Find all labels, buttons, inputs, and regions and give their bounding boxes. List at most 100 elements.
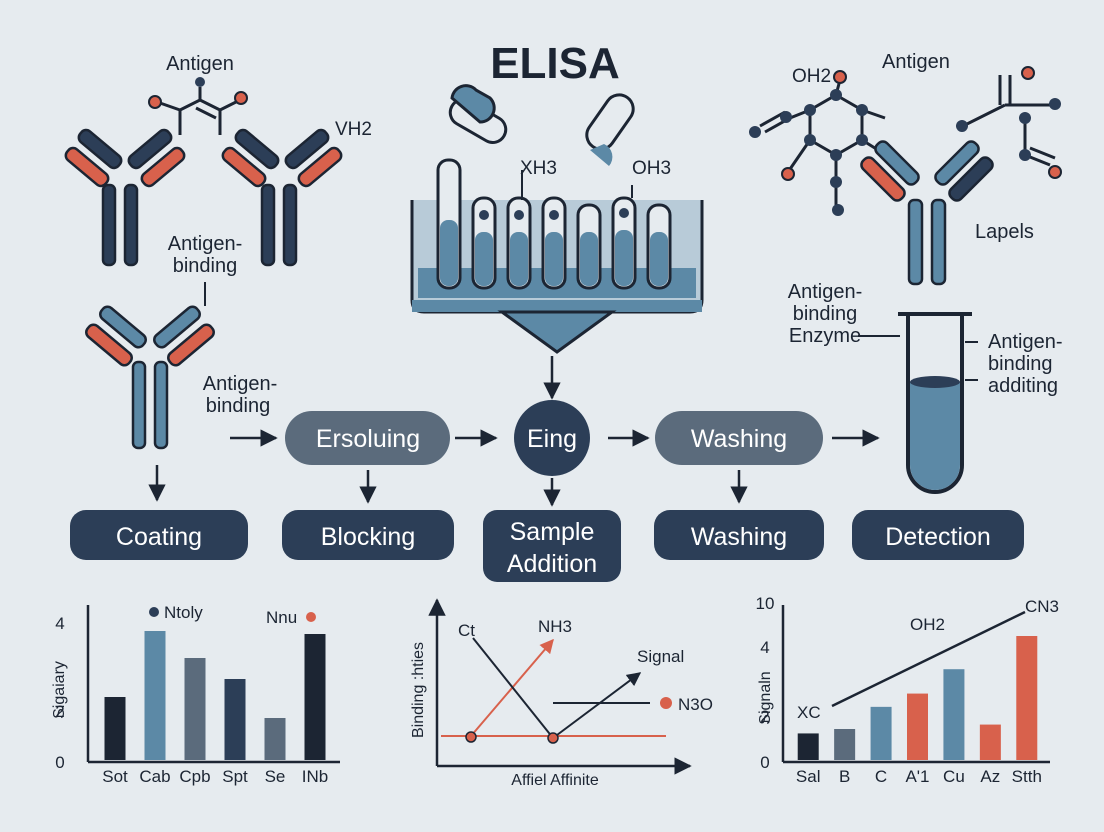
antigen-molecule-right: [749, 66, 1062, 216]
vh2-label: VH2: [335, 119, 372, 140]
antigen-label-left: Antigen: [166, 53, 234, 75]
antibody-icon: [221, 128, 343, 267]
bar-1: [104, 697, 126, 760]
chart3-annotation-xc: XC: [797, 703, 821, 722]
flow-circle: [514, 400, 590, 476]
bar-3: [184, 658, 206, 760]
chart3-ytick-2: 2: [760, 707, 769, 726]
ct-line: [472, 637, 554, 739]
tube-label-2: binding: [988, 353, 1053, 375]
chart3-annotation-cn3: CN3: [1025, 597, 1059, 616]
antibody-icon: [64, 128, 186, 267]
flow-circle-label: Eing: [527, 425, 577, 453]
bar-1: [797, 733, 819, 760]
step-sample-addition: [483, 510, 621, 582]
x-tick-label: Cu: [943, 767, 965, 786]
chart3-ytick-10: 10: [756, 594, 775, 613]
bar-4: [224, 679, 246, 760]
chart2-annotation-signal: Signal: [637, 647, 684, 666]
x-tick-label: Spt: [222, 767, 248, 786]
flow-row: Ersoluing Eing Washing: [230, 356, 880, 476]
chart2-annotation-nh3: NH3: [538, 617, 572, 636]
x-tick-label: Cab: [139, 767, 170, 786]
antigen-label-right: Antigen: [882, 51, 950, 73]
flow-pill-1-label: Ersoluing: [316, 425, 420, 453]
legend-dot: [306, 612, 316, 622]
step-coating-label: Coating: [116, 523, 202, 551]
diagram-title: ELISA: [490, 39, 620, 88]
chart2-annotation-ct: Ct: [458, 621, 475, 640]
enzyme-label-2: binding: [793, 303, 858, 325]
bar-2: [144, 631, 166, 760]
step-blocking-label: Blocking: [321, 523, 416, 551]
test-tube-icon: [898, 312, 978, 494]
x-tick-label: Sot: [102, 767, 128, 786]
bar-5: [943, 669, 965, 760]
chart2-ylabel: Binding :hties: [410, 642, 427, 738]
step-detection: [852, 510, 1024, 560]
data-point: [465, 731, 477, 743]
chart2-annotation-n3o: N3O: [678, 695, 713, 714]
chart1-legend-2: Nnu: [266, 608, 297, 627]
enzyme-label-1: Antigen-: [788, 281, 863, 303]
bar-3: [870, 706, 892, 760]
chart3-annotation-oh2: OH2: [910, 615, 945, 634]
flow-pill-2: [655, 411, 823, 465]
step-washing-label: Washing: [691, 523, 787, 551]
x-tick-label: C: [875, 767, 887, 786]
antibody-icon: [860, 140, 994, 286]
x-tick-label: A'1: [905, 767, 929, 786]
flow-pill-2-label: Washing: [691, 425, 787, 453]
lapels-label: Lapels: [975, 221, 1034, 243]
chart1-ytick-2: 2: [55, 702, 64, 721]
antigen-binding-label-1: Antigen-: [168, 233, 243, 255]
chart1-ytick-0: 0: [55, 753, 64, 772]
x-tick-label: Stth: [1012, 767, 1042, 786]
legend-dot: [149, 607, 159, 617]
step-detection-label: Detection: [885, 523, 991, 551]
antigen-binding-label-2b: binding: [206, 395, 271, 417]
x-tick-label: Sal: [796, 767, 821, 786]
signal-line: [552, 672, 642, 739]
bar-4: [907, 693, 928, 760]
step-washing: [654, 510, 824, 560]
chart3-ytick-0: 0: [760, 753, 769, 772]
trend-line: [831, 610, 1026, 708]
x-tick-label: Az: [980, 767, 1000, 786]
step-addition-label: Addition: [507, 550, 597, 578]
bar-6: [304, 634, 326, 760]
step-blocking: [282, 510, 454, 560]
n3o-dot: [660, 697, 672, 709]
bar-6: [979, 724, 1001, 760]
line-chart-center: Binding :hties Affiel Affinite Ct NH3 Si…: [410, 598, 713, 789]
enzyme-label-3: Enzyme: [789, 325, 861, 347]
bar-7: [1016, 636, 1038, 760]
x-tick-label: Cpb: [179, 767, 210, 786]
tube-label-1: Antigen-: [988, 331, 1063, 353]
antigen-binding-label-2: Antigen-: [203, 373, 278, 395]
chart2-xlabel: Affiel Affinite: [511, 772, 599, 789]
antigen-binding-label-1b: binding: [173, 255, 238, 277]
data-point: [547, 732, 559, 744]
chart1-ytick-4: 4: [55, 614, 64, 633]
flow-pill-1: [285, 411, 450, 465]
bar-5: [264, 718, 286, 760]
oh2-label-top: OH2: [792, 66, 831, 87]
chart1-ylabel: Sigaiary: [51, 661, 68, 719]
x-tick-label: B: [839, 767, 850, 786]
chart1-legend-1: Ntoly: [164, 603, 203, 622]
step-coating: [70, 510, 248, 560]
antigen-molecule-left: [148, 77, 248, 135]
oh3-label: OH3: [632, 158, 671, 179]
tube-label-3: additing: [988, 375, 1058, 397]
bar-2: [834, 729, 856, 760]
xh3-label: XH3: [520, 158, 557, 179]
bar-chart-left: Sigaiary 4 2 0 Ntoly Nnu Sot Cab Cpb Spt Se I…: [51, 603, 340, 786]
x-tick-label: INb: [302, 767, 328, 786]
x-tick-label: Se: [265, 767, 286, 786]
chart3-ylabel: Signaln: [757, 671, 774, 724]
antibody-icon: [85, 305, 215, 450]
step-sample-label: Sample: [510, 518, 595, 546]
